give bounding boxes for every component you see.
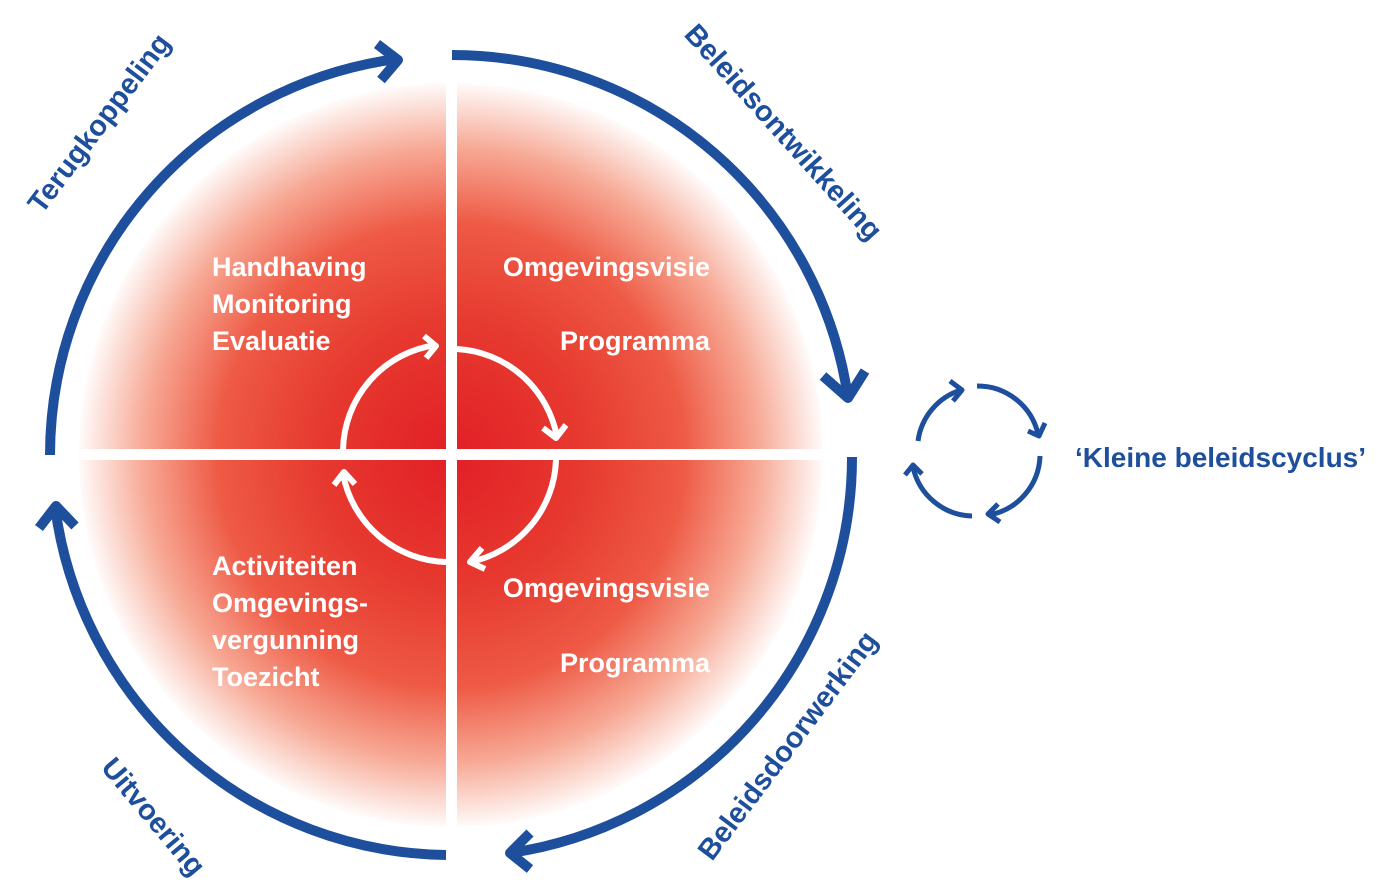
inner-arrowhead-bottom-right <box>467 546 487 572</box>
small-arc-1 <box>915 387 962 442</box>
arc-beleidsdoorwerking <box>509 456 857 858</box>
inner-cycle-arrows <box>331 333 569 572</box>
arrowhead-beleidsdoorwerking <box>505 829 534 873</box>
quadrant-text-line: Omgevingsvisie <box>503 252 710 282</box>
arc-uitvoering <box>50 505 447 860</box>
arrowhead-uitvoering <box>35 501 79 532</box>
quadrant-text-line: Programma <box>560 648 711 678</box>
quadrant-top-right: Omgevingsvisie Programma <box>503 252 711 356</box>
outer-cycle-arrows <box>35 40 870 873</box>
inner-arrowhead-top-right <box>541 423 569 441</box>
arrowhead-terugkoppeling <box>373 40 403 84</box>
small-cycle-label: ‘Kleine beleidscyclus’ <box>1075 442 1366 473</box>
small-arrowhead-4 <box>903 462 924 477</box>
inner-arrowhead-top-left <box>422 333 439 360</box>
inner-arc-top-right <box>456 346 560 438</box>
inner-arrowhead-bottom-left <box>331 469 358 487</box>
small-arc-4 <box>910 466 973 519</box>
small-arc-3 <box>988 455 1043 518</box>
quadrant-text-line: Monitoring <box>212 289 351 319</box>
vertical-divider <box>446 80 457 850</box>
small-arrowhead-3 <box>985 502 1002 525</box>
quadrant-bottom-left: Activiteiten Omgevings- vergunning Toezi… <box>212 551 368 692</box>
inner-arc-bottom-right <box>469 459 559 565</box>
quadrant-text-line: Toezicht <box>212 662 320 692</box>
phase-label-uitvoering: Uitvoering <box>95 752 212 882</box>
quadrant-top-left: Handhaving Monitoring Evaluatie <box>212 252 367 356</box>
quadrant-text-line: Omgevingsvisie <box>503 573 710 603</box>
inner-arc-top-left <box>340 342 437 451</box>
arrowhead-beleidsontwikkeling <box>819 368 870 403</box>
horizontal-divider <box>80 449 825 460</box>
small-arc-2 <box>976 383 1041 435</box>
small-arrowhead-1 <box>948 379 965 403</box>
quadrant-text-line: Evaluatie <box>212 326 331 356</box>
quadrant-bottom-right: Omgevingsvisie Programma <box>503 573 711 678</box>
arc-terugkoppeling <box>45 54 397 456</box>
quadrant-text-line: Handhaving <box>212 252 367 282</box>
quadrant-text-line: Activiteiten <box>212 551 358 581</box>
quadrant-text-line: Omgevings- <box>212 588 368 618</box>
inner-arc-bottom-left <box>340 473 447 565</box>
small-arrowhead-2 <box>1026 421 1048 439</box>
quadrant-text-line: vergunning <box>212 625 359 655</box>
small-cycle-icon <box>903 379 1048 525</box>
arc-beleidsontwikkeling <box>451 50 853 399</box>
quadrant-text-line: Programma <box>560 326 711 356</box>
